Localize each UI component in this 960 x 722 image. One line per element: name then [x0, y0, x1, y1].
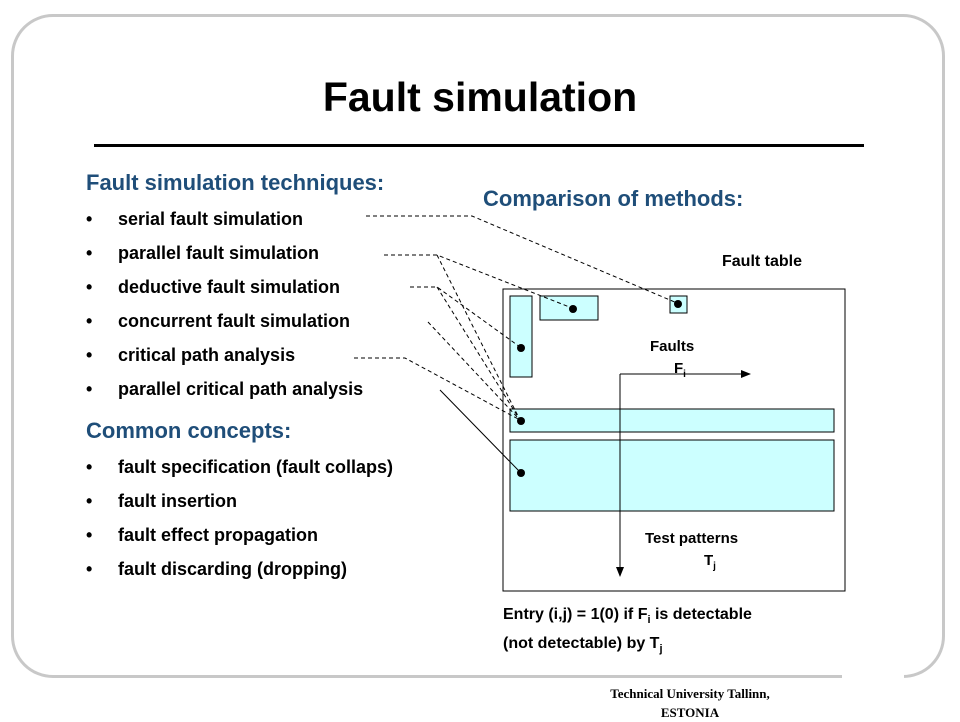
concept-item: fault insertion [86, 490, 393, 524]
connector-parallel-critical-path [439, 389, 521, 473]
techniques-list: serial fault simulation parallel fault s… [86, 208, 363, 412]
faults-symbol: Fi [674, 360, 686, 380]
concept-item: fault discarding (dropping) [86, 558, 393, 592]
dot-serial [674, 300, 682, 308]
technique-item: serial fault simulation [86, 208, 363, 242]
techniques-heading: Fault simulation techniques: [86, 170, 385, 195]
concepts-list: fault specification (fault collaps) faul… [86, 456, 393, 592]
dot-parallel [569, 305, 577, 313]
title-underline [94, 144, 864, 147]
region-concurrent [509, 408, 835, 433]
comparison-heading: Comparison of methods: [483, 186, 744, 211]
connector-deductive [410, 286, 521, 348]
test-patterns-subscript: j [713, 561, 716, 572]
footer-institution: Technical University Tallinn, ESTONIA [570, 684, 810, 722]
concept-item: fault specification (fault collaps) [86, 456, 393, 490]
footer-line-2: ESTONIA [660, 705, 720, 720]
technique-item: deductive fault simulation [86, 276, 363, 310]
technique-item: critical path analysis [86, 344, 363, 378]
concepts-heading: Common concepts: [86, 418, 292, 443]
region-critical-path [509, 439, 835, 512]
technique-item: parallel critical path analysis [86, 378, 363, 412]
connector-serial [366, 215, 678, 304]
connector-parallel-2 [436, 254, 521, 421]
test-patterns-symbol: Tj [704, 552, 716, 572]
test-patterns-label: Test patterns [645, 530, 739, 547]
region-deductive [509, 295, 533, 378]
connector-concurrent [427, 321, 521, 421]
technique-item: concurrent fault simulation [86, 310, 363, 344]
connector-critical-path [354, 357, 521, 421]
faults-label: Faults [650, 338, 695, 355]
entry-line-1: Entry (i,j) = 1(0) if Fi is detectable [503, 606, 752, 627]
footer-line-1: Technical University Tallinn, [610, 686, 770, 701]
fault-table-label: Fault table [722, 253, 803, 270]
technique-item: parallel fault simulation [86, 242, 363, 276]
slide-title: Fault simulation [322, 74, 638, 120]
region-parallel [539, 295, 599, 321]
concept-item: fault effect propagation [86, 524, 393, 558]
faults-subscript: i [683, 369, 686, 380]
entry-line-2: (not detectable) by Tj [503, 635, 663, 656]
footer-notch [842, 666, 904, 686]
connector-deductive-2 [436, 286, 521, 421]
dot-concurrent [517, 417, 525, 425]
entry-definition: Entry (i,j) = 1(0) if Fi is detectable (… [503, 603, 752, 661]
